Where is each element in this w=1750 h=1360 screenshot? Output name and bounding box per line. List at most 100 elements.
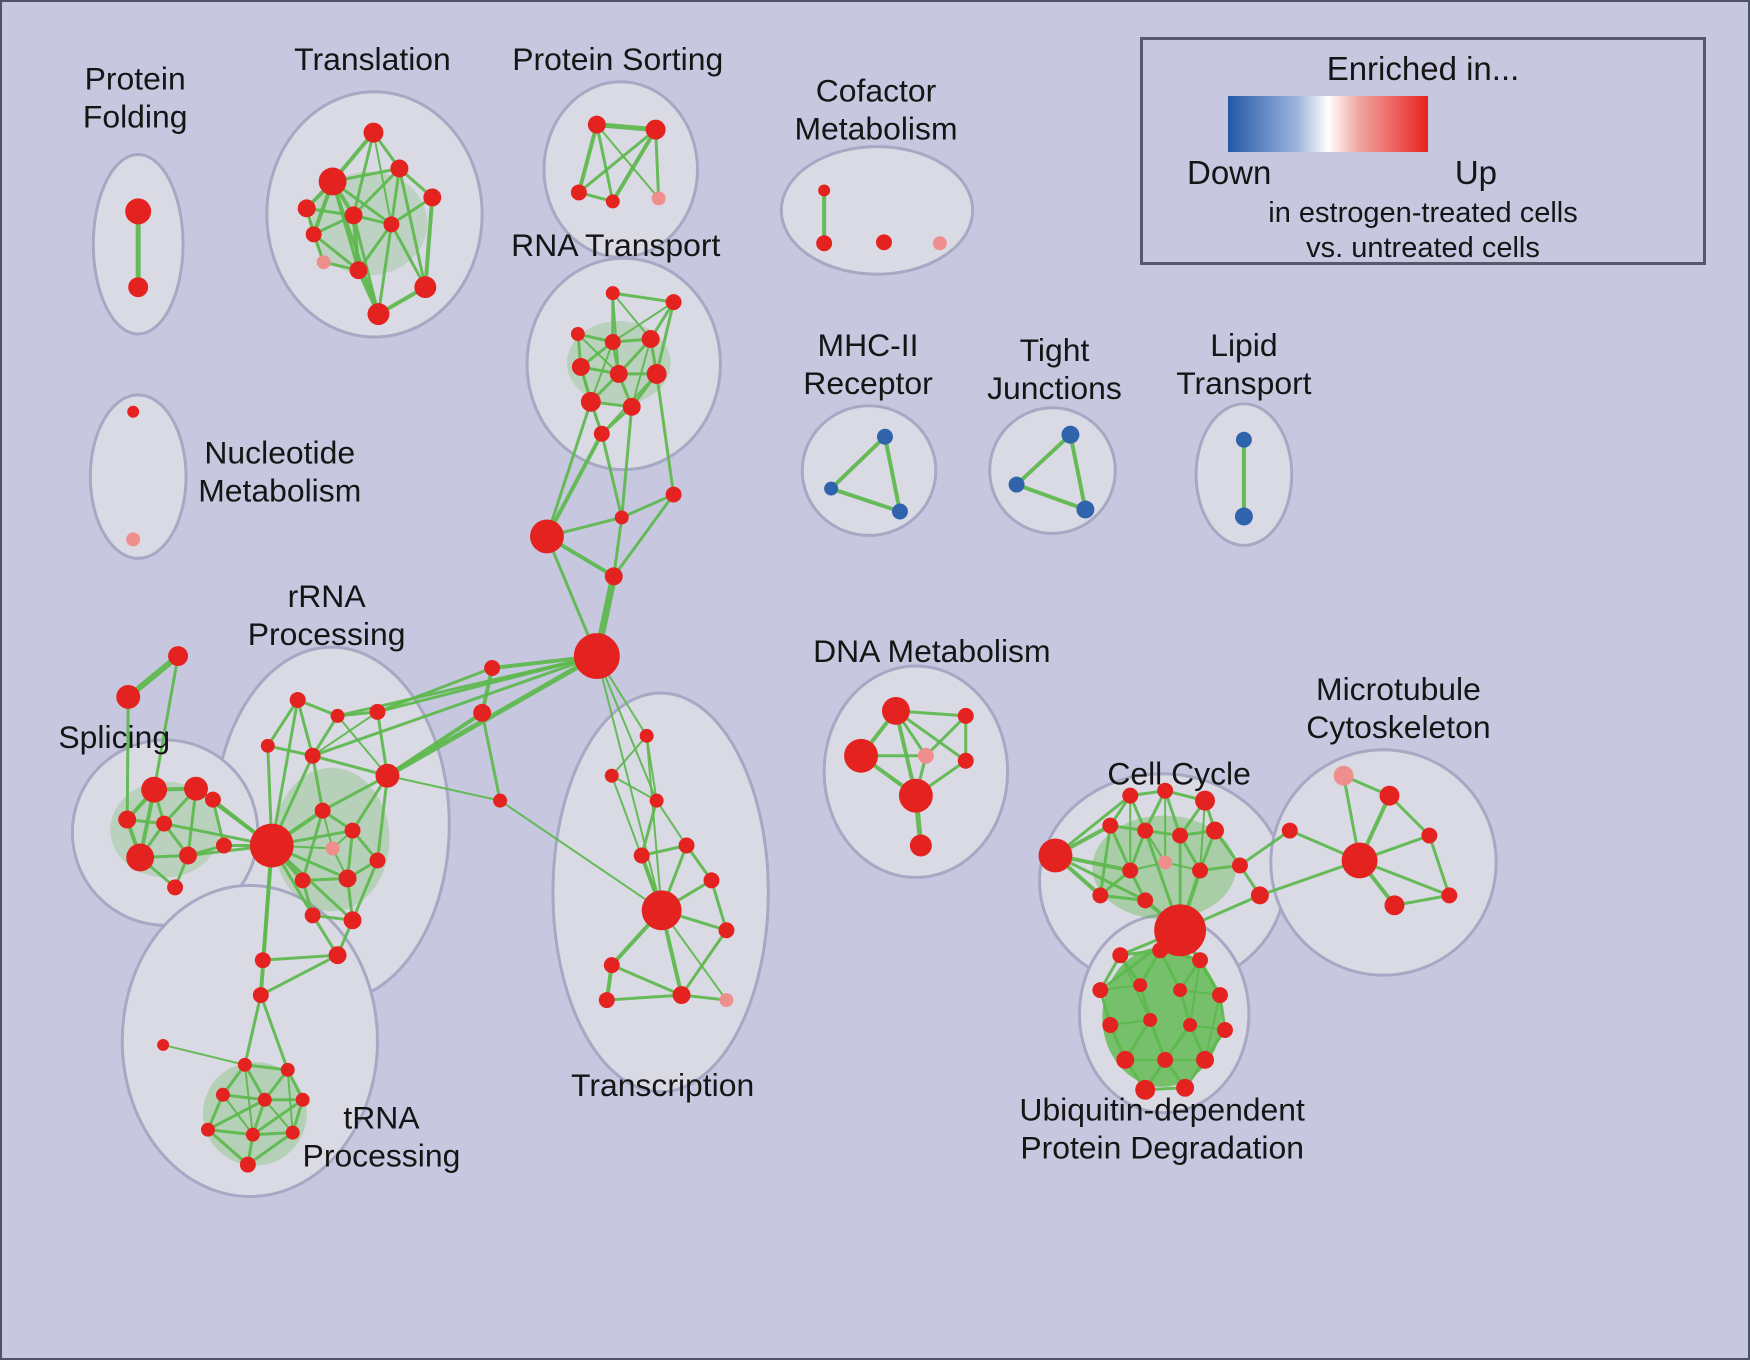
node: [598, 992, 615, 1009]
edge: [259, 993, 290, 1072]
node: [665, 486, 682, 503]
node: [179, 846, 197, 865]
node: [844, 738, 878, 773]
node: [305, 226, 322, 243]
node: [369, 703, 386, 720]
node: [649, 793, 664, 808]
node: [289, 691, 306, 708]
edge: [259, 953, 340, 997]
node: [1133, 978, 1148, 993]
edge: [924, 714, 968, 758]
node: [141, 776, 168, 803]
node: [891, 503, 908, 520]
edge: [1238, 829, 1292, 867]
node: [1195, 790, 1215, 811]
edge: [376, 222, 393, 316]
node: [369, 852, 386, 869]
node: [1061, 425, 1080, 444]
legend-caption-line2: vs. untreated cells: [1306, 232, 1540, 264]
node: [204, 791, 221, 808]
node: [573, 633, 620, 680]
edge: [384, 653, 600, 779]
node: [1379, 785, 1400, 806]
node: [297, 199, 316, 218]
edge: [655, 799, 688, 847]
node: [314, 802, 331, 819]
node: [245, 1127, 260, 1142]
edge: [620, 493, 676, 519]
node: [1157, 782, 1174, 799]
node: [304, 747, 321, 764]
node: [239, 1156, 256, 1173]
node: [1092, 887, 1109, 904]
edge: [251, 1098, 305, 1137]
cluster-ellipse-translation: [265, 90, 484, 339]
legend-caption-line1: in estrogen-treated cells: [1268, 197, 1578, 229]
edge: [595, 655, 658, 802]
edge: [709, 878, 728, 932]
edge: [595, 655, 663, 912]
edge: [600, 432, 624, 519]
edge: [605, 993, 684, 1002]
edge: [296, 698, 315, 758]
edge: [680, 928, 728, 997]
node: [260, 738, 275, 753]
cluster-label-rna-transport: RNA Transport: [511, 227, 720, 263]
edge: [206, 1128, 250, 1167]
node: [1192, 862, 1209, 879]
edge: [385, 710, 485, 778]
cluster-label-cell-cycle: Cell Cycle: [1107, 756, 1251, 792]
node: [609, 364, 628, 383]
edge: [645, 734, 663, 912]
node: [703, 872, 720, 889]
edge: [351, 858, 379, 922]
edge: [577, 128, 658, 194]
node: [876, 428, 893, 445]
node: [328, 946, 347, 965]
node: [1172, 827, 1189, 844]
node: [570, 327, 585, 341]
edge: [654, 128, 661, 200]
cluster-ellipse-tight-junctions: [988, 406, 1117, 535]
node: [593, 425, 610, 442]
node: [295, 1092, 310, 1107]
node: [330, 708, 345, 723]
edge: [301, 809, 325, 882]
edge: [611, 292, 652, 341]
node: [127, 405, 140, 418]
node: [1137, 892, 1154, 909]
node: [383, 216, 400, 233]
node: [294, 872, 311, 889]
node: [363, 122, 384, 143]
node: [824, 481, 839, 496]
node: [126, 843, 155, 872]
node: [128, 277, 149, 298]
edge: [1014, 482, 1088, 512]
node: [414, 276, 437, 299]
node: [252, 987, 269, 1004]
edge: [375, 774, 389, 862]
edge: [894, 709, 968, 763]
node: [641, 330, 660, 348]
node: [1183, 1018, 1198, 1032]
node: [1076, 500, 1095, 519]
edge: [1098, 824, 1112, 897]
edge: [311, 710, 379, 757]
edge: [610, 963, 684, 997]
edge: [261, 953, 340, 962]
legend: Enriched in... Down Up in estrogen-treat…: [1140, 37, 1706, 265]
node: [645, 119, 666, 140]
edge: [882, 434, 902, 514]
node: [215, 837, 232, 854]
edge: [243, 1063, 254, 1136]
node: [1102, 1017, 1119, 1033]
edge: [270, 698, 300, 848]
cluster-label-translation: Translation: [294, 41, 451, 77]
node: [957, 707, 974, 724]
